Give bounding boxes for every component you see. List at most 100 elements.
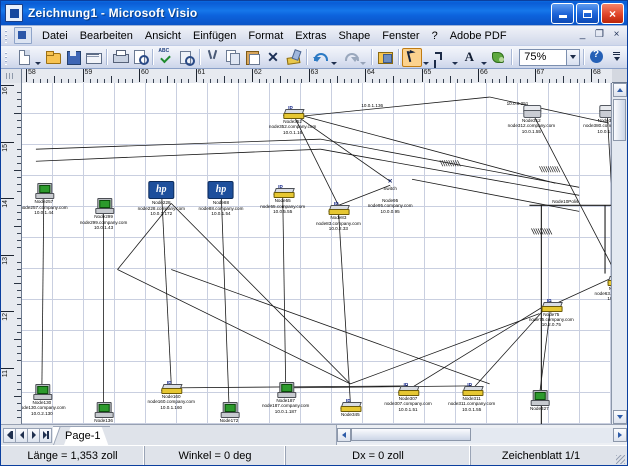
connection-line[interactable] bbox=[350, 313, 540, 385]
format-painter-icon[interactable] bbox=[283, 48, 303, 67]
connection-line[interactable] bbox=[337, 209, 351, 402]
switch-icon[interactable]: IP bbox=[161, 381, 184, 394]
cut-icon[interactable] bbox=[203, 48, 223, 67]
window-icon[interactable] bbox=[375, 48, 395, 67]
hp-device-icon[interactable]: hp bbox=[207, 181, 234, 200]
mdi-minimize-button[interactable]: _ bbox=[579, 29, 586, 40]
new-document-icon[interactable] bbox=[14, 48, 34, 67]
connection-line[interactable] bbox=[35, 138, 321, 150]
print-preview-icon[interactable] bbox=[130, 48, 150, 67]
save-icon[interactable] bbox=[63, 48, 83, 67]
canvas-text-label[interactable]: 10.0.0.251 bbox=[506, 101, 529, 107]
menu-item-einfuegen[interactable]: Einfügen bbox=[192, 29, 237, 42]
page-tab-strip[interactable]: Page-1 bbox=[53, 425, 336, 445]
connection-line[interactable] bbox=[285, 385, 472, 389]
ruler-corner[interactable] bbox=[1, 69, 22, 84]
print-icon[interactable] bbox=[110, 48, 130, 67]
workstation-icon[interactable] bbox=[95, 401, 115, 418]
paste-icon[interactable] bbox=[243, 48, 263, 67]
workstation-icon[interactable] bbox=[33, 383, 53, 400]
horizontal-scrollbar[interactable] bbox=[336, 425, 627, 445]
connection-line[interactable] bbox=[531, 110, 611, 275]
connection-line[interactable] bbox=[320, 148, 580, 196]
workstation-icon[interactable] bbox=[95, 198, 115, 215]
menu-item-datei[interactable]: Datei bbox=[42, 29, 68, 42]
scroll-down-button[interactable] bbox=[612, 410, 627, 424]
connection-line[interactable] bbox=[35, 148, 321, 162]
connection-line[interactable] bbox=[320, 138, 580, 188]
connection-line[interactable] bbox=[220, 187, 230, 404]
workstation-icon[interactable] bbox=[530, 389, 550, 406]
connector-tool-dropdown-icon[interactable] bbox=[450, 46, 459, 69]
horizontal-scroll-thumb[interactable] bbox=[351, 427, 471, 441]
canvas-text-label[interactable]: Node10Polis bbox=[552, 199, 579, 205]
canvas-text-label[interactable]: 10.0.1.136 bbox=[361, 103, 384, 109]
switch-icon[interactable]: IP bbox=[541, 299, 564, 312]
delete-icon[interactable]: ✕ bbox=[267, 49, 279, 65]
scroll-left-button[interactable] bbox=[337, 428, 351, 442]
connection-point-icon[interactable]: ✕ bbox=[387, 179, 393, 186]
mdi-restore-button[interactable]: ❐ bbox=[595, 29, 604, 40]
help-icon[interactable] bbox=[587, 48, 607, 67]
mdi-close-button[interactable]: × bbox=[613, 29, 620, 40]
connection-line[interactable] bbox=[411, 178, 580, 212]
menu-item-shape[interactable]: Shape bbox=[338, 29, 371, 42]
spellcheck-icon[interactable] bbox=[156, 48, 176, 67]
pointer-tool-icon[interactable] bbox=[401, 47, 422, 67]
workstation-icon[interactable] bbox=[35, 183, 55, 200]
workstation-icon[interactable] bbox=[220, 401, 240, 418]
connection-line[interactable] bbox=[606, 111, 611, 275]
switch-icon[interactable]: IP bbox=[398, 383, 420, 396]
connection-line[interactable] bbox=[282, 192, 287, 384]
menu-item-format[interactable]: Format bbox=[248, 29, 284, 42]
scroll-up-button[interactable] bbox=[612, 83, 627, 97]
zoom-dropdown-icon[interactable] bbox=[566, 48, 581, 66]
last-page-button[interactable] bbox=[39, 427, 52, 443]
minimize-button[interactable] bbox=[551, 3, 574, 24]
menu-item-bearbeiten[interactable]: Bearbeiten bbox=[79, 29, 133, 42]
connection-line[interactable] bbox=[171, 269, 490, 385]
undo-icon[interactable] bbox=[310, 48, 330, 67]
menu-item-extras[interactable]: Extras bbox=[295, 29, 327, 42]
zoom-combobox[interactable]: 75% bbox=[519, 48, 568, 66]
undo-dropdown-icon[interactable] bbox=[330, 46, 339, 69]
switch-icon[interactable]: IP bbox=[461, 383, 484, 396]
page-tab-page-1[interactable]: Page-1 bbox=[53, 426, 111, 445]
vertical-scroll-thumb[interactable] bbox=[613, 99, 626, 141]
redo-dropdown-icon[interactable] bbox=[359, 46, 368, 69]
workstation-icon[interactable] bbox=[277, 381, 297, 398]
scroll-right-button[interactable] bbox=[613, 428, 627, 442]
switch-icon[interactable]: IP bbox=[328, 202, 351, 216]
resize-grip[interactable] bbox=[611, 446, 627, 465]
server-icon[interactable] bbox=[599, 105, 611, 119]
toolbar-gripper[interactable] bbox=[3, 49, 12, 65]
research-icon[interactable] bbox=[176, 48, 196, 67]
connection-line[interactable] bbox=[160, 187, 172, 384]
pointer-tool-dropdown-icon[interactable] bbox=[422, 46, 431, 69]
vertical-scrollbar[interactable] bbox=[611, 83, 627, 424]
document-control-icon[interactable] bbox=[14, 27, 32, 44]
connection-line[interactable] bbox=[41, 189, 45, 386]
server-icon[interactable] bbox=[523, 105, 542, 119]
open-icon[interactable] bbox=[43, 48, 63, 67]
horizontal-scroll-track[interactable] bbox=[351, 427, 613, 443]
text-tool-icon[interactable]: A bbox=[459, 48, 479, 67]
switch-icon[interactable]: IP bbox=[340, 399, 363, 412]
menu-item-fenster[interactable]: Fenster bbox=[382, 29, 420, 42]
vertical-scroll-track[interactable] bbox=[612, 97, 627, 410]
